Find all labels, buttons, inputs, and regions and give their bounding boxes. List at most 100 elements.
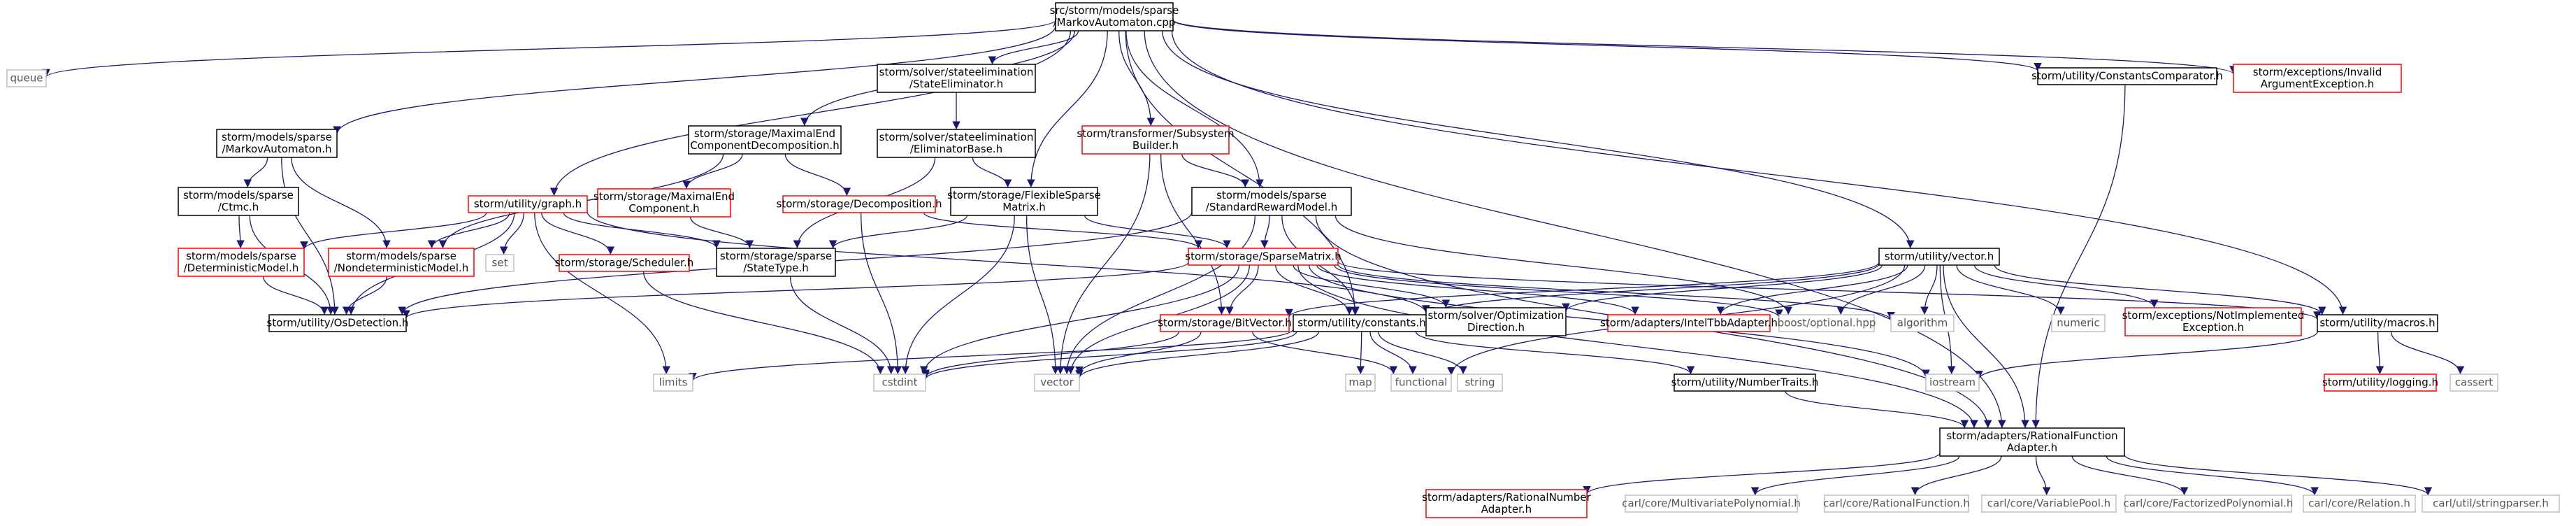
node-label: Component.h [628, 202, 699, 215]
node-label: map [1348, 376, 1372, 389]
node-graph-h[interactable]: storm/utility/graph.h [468, 195, 588, 213]
node-cc-h[interactable]: storm/utility/ConstantsComparator.h [2031, 67, 2223, 85]
node-label: limits [659, 376, 688, 389]
node-label: carl/core/VariablePool.h [1987, 497, 2110, 510]
edge-vec_h-to-bv_h [1285, 262, 1880, 318]
node-label: storm/adapters/IntelTbbAdapter.h [1600, 317, 1778, 329]
node-mecd-h[interactable]: storm/storage/MaximalEndComponentDecompo… [688, 125, 842, 155]
node-sm-h[interactable]: storm/storage/SparseMatrix.h [1185, 248, 1341, 266]
node-iae-h[interactable]: storm/exceptions/InvalidArgumentExceptio… [2233, 64, 2402, 93]
node-box [1925, 374, 1980, 392]
edge-root-to-queue [42, 20, 1056, 78]
node-label: /StateType.h [743, 262, 809, 274]
node-notimpl-h[interactable]: storm/exceptions/NotImplementedException… [2122, 307, 2305, 336]
edge-const_h-to-vector [1075, 331, 1320, 378]
edge-macros_h-to-iostream [1975, 331, 2318, 379]
node-box [873, 374, 926, 392]
edge-rfa_h-to-vp_h [2035, 455, 2051, 496]
node-label: Adapter.h [1481, 503, 1532, 516]
edge-graph_h-to-limits [534, 212, 671, 375]
node-scheduler-h[interactable]: storm/storage/Scheduler.h [555, 254, 693, 272]
node-numeric: numeric [2051, 314, 2106, 332]
edge-eb_h-to-fsm_h [972, 157, 1012, 188]
node-label: vector [1040, 376, 1074, 389]
node-box [1457, 374, 1503, 392]
edge-graph_h-to-statetype_h [563, 212, 721, 249]
node-root[interactable]: src/storm/models/sparse/MarkovAutomaton.… [1050, 2, 1179, 31]
edge-sm_h-to-rfa_h [1297, 264, 1978, 429]
node-logging-h[interactable]: storm/utility/logging.h [2322, 374, 2438, 392]
node-label: storm/adapters/RationalFunction [1946, 429, 2117, 442]
node-decomp-h[interactable]: storm/storage/Decomposition.h [777, 195, 942, 213]
node-box [2233, 64, 2402, 93]
node-rel-h: carl/core/Relation.h [2303, 495, 2416, 513]
node-box [2124, 307, 2302, 336]
node-nondet-h[interactable]: storm/models/sparse/NondeterministicMode… [328, 248, 475, 277]
node-label: storm/adapters/RationalNumber [1422, 491, 1591, 504]
node-cassert: cassert [2449, 374, 2498, 392]
node-label: src/storm/models/sparse [1050, 4, 1179, 17]
edge-mec_h-to-statetype_h [689, 216, 754, 249]
edge-root-to-const_h [1125, 30, 1360, 315]
edge-fsm_h-to-sm_h [1084, 215, 1231, 249]
node-const-h[interactable]: storm/utility/constants.h [1293, 314, 1431, 332]
edge-bv_h-to-functional [1252, 331, 1398, 375]
node-vec-h[interactable]: storm/utility/vector.h [1878, 248, 2000, 266]
edge-rfa_h-to-sp_h [2124, 454, 2433, 496]
node-label: cstdint [882, 376, 917, 389]
node-se-h[interactable]: storm/solver/stateelimination/StateElimi… [877, 64, 1036, 93]
edge-rfa_h-to-mvp_h [1750, 455, 1960, 496]
node-box [877, 129, 1036, 158]
node-box [1607, 314, 1771, 332]
node-eb-h[interactable]: storm/solver/stateelimination/Eliminator… [877, 129, 1036, 158]
node-label: storm/models/sparse [1216, 189, 1327, 201]
node-label: string [1465, 376, 1495, 389]
node-box [2449, 374, 2498, 392]
node-box [1878, 248, 2000, 266]
edges-layer [42, 19, 2465, 496]
edge-vec_h-to-boostopt [1836, 264, 1926, 315]
edge-vec_h-to-const_h [1426, 263, 1880, 315]
node-bv-h[interactable]: storm/storage/BitVector.h [1158, 314, 1292, 332]
node-label: Exception.h [2182, 321, 2244, 334]
edge-root-to-iae_h [1172, 19, 2238, 75]
node-label: /MarkovAutomaton.cpp [1053, 16, 1176, 29]
node-det-h[interactable]: storm/models/sparse/DeterministicModel.h [178, 248, 305, 277]
node-label: storm/storage/FlexibleSparse [947, 189, 1101, 201]
node-label: Builder.h [1132, 139, 1179, 152]
node-macros-h[interactable]: storm/utility/macros.h [2317, 314, 2438, 332]
node-label: /MarkovAutomaton.h [222, 143, 331, 155]
node-label: storm/storage/MaximalEnd [694, 127, 835, 140]
nodes-layer: src/storm/models/sparse/MarkovAutomaton.… [6, 2, 2560, 518]
edge-sm_h-to-os_h [402, 262, 1189, 319]
node-box [2037, 67, 2217, 85]
node-ctmc-h[interactable]: storm/models/sparse/Ctmc.h [178, 187, 299, 216]
node-label: /StandardRewardModel.h [1206, 201, 1337, 213]
node-tbb-h[interactable]: storm/adapters/IntelTbbAdapter.h [1600, 314, 1778, 332]
edge-vec_h-to-macros_h [1994, 264, 2326, 315]
node-os-h[interactable]: storm/utility/OsDetection.h [267, 314, 409, 332]
node-label: storm/storage/Scheduler.h [555, 257, 693, 269]
node-box [328, 248, 475, 277]
edge-const_h-to-limits [689, 329, 1294, 381]
node-label: carl/core/FactorizedPolynomial.h [2124, 497, 2294, 510]
node-label: storm/utility/constants.h [1297, 317, 1425, 329]
edge-decomp_h-to-sm_h [923, 212, 1203, 249]
node-box [2303, 495, 2416, 513]
edge-cc_h-to-rfa_h [2031, 84, 2126, 429]
node-label: boost/optional.hpp [1778, 317, 1876, 329]
edge-srm_h-to-sm_h [1260, 215, 1270, 249]
node-statetype-h[interactable]: storm/storage/sparse/StateType.h [716, 248, 836, 277]
node-nt-h[interactable]: storm/utility/NumberTraits.h [1671, 374, 1819, 392]
node-label: carl/core/MultivariatePolynomial.h [1622, 497, 1801, 510]
edge-root-to-rfa_h [1144, 30, 2006, 429]
node-label: storm/solver/stateelimination [879, 131, 1034, 143]
node-srm-h[interactable]: storm/models/sparse/StandardRewardModel.… [1191, 187, 1352, 216]
node-ma-h[interactable]: storm/models/sparse/MarkovAutomaton.h [216, 129, 338, 158]
